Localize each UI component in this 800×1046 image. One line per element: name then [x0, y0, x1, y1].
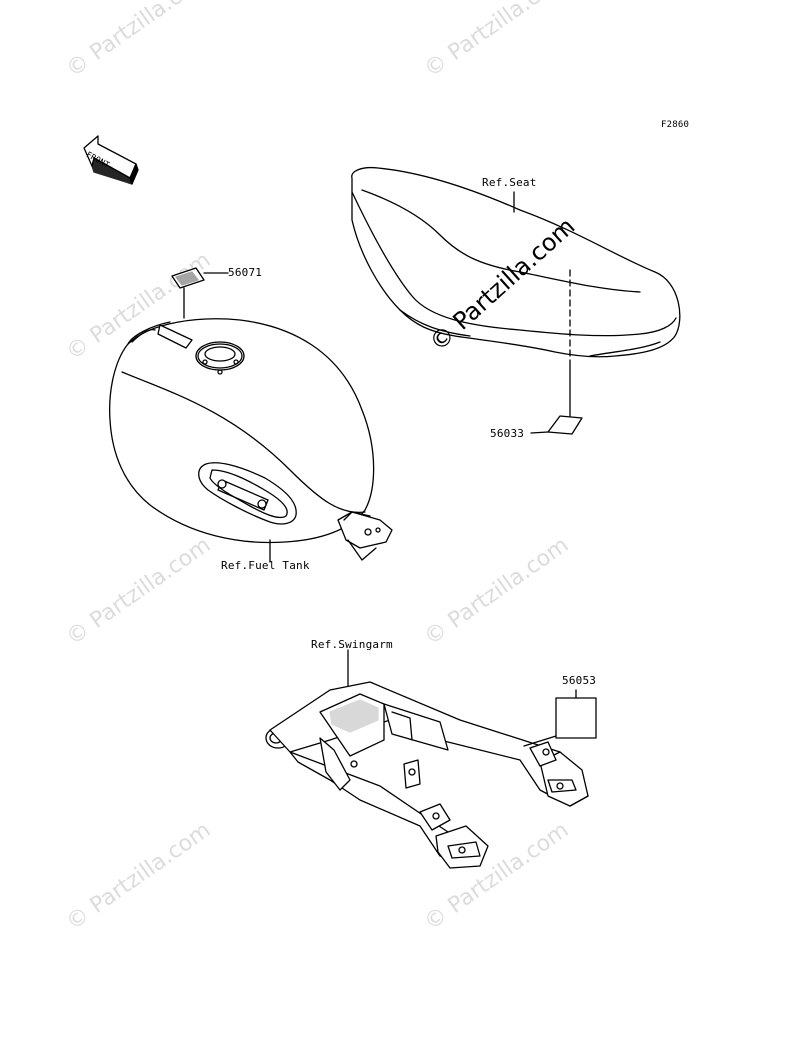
ref-swingarm-label: Ref.Swingarm: [311, 638, 393, 651]
swingarm-drawing: [265, 649, 597, 869]
ref-seat-label: Ref.Seat: [482, 176, 537, 189]
seat-drawing: [351, 166, 681, 435]
fuel-tank-drawing: [109, 267, 393, 563]
figure-code: F2860: [661, 120, 690, 130]
part-number-56033: 56033: [490, 427, 525, 440]
ref-fuel-tank-label: Ref.Fuel Tank: [221, 559, 310, 572]
front-arrow-icon: [83, 135, 139, 185]
part-number-56071: 56071: [228, 266, 263, 279]
part-number-56053: 56053: [562, 674, 597, 687]
